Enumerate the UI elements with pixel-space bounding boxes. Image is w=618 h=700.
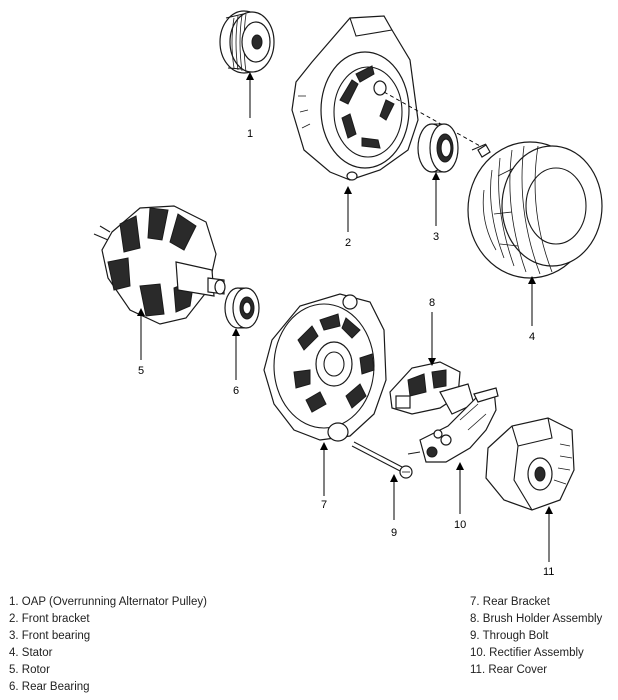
legend-item: 3. Front bearing [9, 629, 91, 642]
callout-1: 1 [247, 128, 253, 140]
stator-part [467, 141, 603, 279]
front-bracket-part [291, 15, 419, 181]
callout-5: 5 [138, 365, 144, 377]
through-bolt-part [351, 441, 413, 479]
pulley-part [219, 10, 275, 74]
screw-part [471, 143, 491, 158]
callout-numbers: 1 2 3 4 5 6 7 8 9 10 11 [138, 128, 554, 578]
legend-item: 11. Rear Cover [470, 663, 548, 676]
callout-4: 4 [529, 331, 535, 343]
legend-item: 10. Rectifier Assembly [470, 646, 584, 659]
callout-7: 7 [321, 499, 327, 511]
front-bearing-part [417, 123, 459, 173]
rear-bracket-part [263, 293, 387, 442]
legend-item: 9. Through Bolt [470, 629, 549, 642]
rear-bearing-part [224, 287, 260, 329]
legend-item: 1. OAP (Overrunning Alternator Pulley) [9, 596, 207, 608]
callout-2: 2 [345, 237, 351, 249]
rotor-part [93, 205, 226, 325]
legend-item: 7. Rear Bracket [470, 596, 550, 608]
callout-9: 9 [391, 527, 397, 539]
rectifier-part [407, 387, 499, 463]
legend-item: 2. Front bracket [9, 612, 90, 625]
legend-item: 8. Brush Holder Assembly [470, 612, 603, 625]
callout-10: 10 [454, 519, 466, 531]
legend-left-column: 1. OAP (Overrunning Alternator Pulley) 2… [9, 594, 207, 695]
legend-item: 6. Rear Bearing [9, 680, 90, 693]
alternator-exploded-view: 1 2 3 4 5 6 7 8 9 10 11 [93, 10, 603, 578]
callout-11: 11 [543, 566, 554, 578]
brush-holder-part [389, 361, 475, 415]
legend-item: 5. Rotor [9, 663, 50, 676]
legend-right-column: 7. Rear Bracket 8. Brush Holder Assembly… [470, 594, 602, 679]
callout-6: 6 [233, 385, 239, 397]
callout-3: 3 [433, 231, 439, 243]
rear-cover-part [485, 417, 575, 511]
leader-lines [137, 72, 553, 562]
legend-item: 4. Stator [9, 646, 53, 659]
callout-8: 8 [429, 297, 435, 309]
